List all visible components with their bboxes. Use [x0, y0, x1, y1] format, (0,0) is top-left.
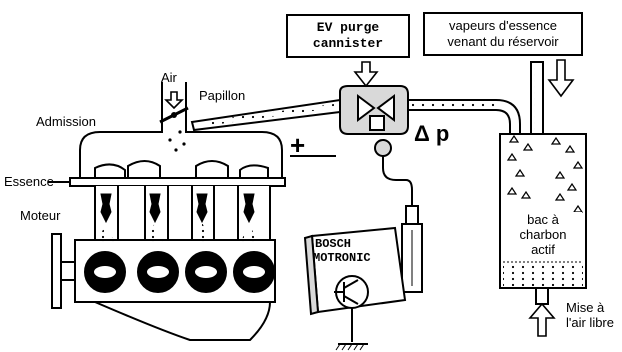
bac-line1: bac à — [527, 212, 559, 227]
label-admission: Admission — [36, 114, 96, 129]
label-air: Air — [161, 70, 177, 85]
label-papillon: Papillon — [199, 88, 246, 103]
mise-line1: Mise à — [566, 300, 605, 315]
label-plus: + — [290, 130, 306, 160]
throttle-valve — [159, 106, 189, 152]
ground-symbol — [335, 343, 365, 351]
crank-pulley — [51, 233, 76, 309]
ev-purge-line1: EV purge — [316, 20, 380, 35]
charcoal-canister — [499, 133, 587, 305]
label-bac: bac à charbon actif — [504, 212, 582, 257]
tank-vapor-arrow — [547, 59, 575, 98]
purge-line — [190, 98, 341, 132]
vapeurs-line2: venant du réservoir — [447, 34, 559, 49]
ev-purge-arrow — [353, 61, 379, 88]
label-essence: Essence — [4, 174, 54, 189]
intake-manifold — [79, 82, 283, 179]
bac-line2: charbon — [519, 227, 567, 242]
injector-sprays — [98, 222, 257, 242]
injectors — [100, 193, 255, 224]
ev-purge-box: EV purge cannister — [286, 14, 410, 58]
bac-line3: actif — [531, 242, 555, 257]
ecu-connector — [401, 205, 423, 293]
fuel-rail — [48, 177, 286, 187]
mise-line2: l'air libre — [566, 315, 614, 330]
fresh-air-arrow — [528, 302, 556, 337]
purge-valve — [339, 85, 409, 157]
ev-purge-line2: cannister — [312, 36, 384, 51]
wiring — [290, 155, 413, 206]
ecu-unit — [303, 226, 407, 351]
air-inlet-arrow — [164, 91, 184, 110]
label-moteur: Moteur — [20, 208, 61, 223]
vapeurs-line1: vapeurs d'essence — [449, 18, 557, 33]
cylinders — [84, 251, 275, 293]
label-mise: Mise à l'air libre — [566, 300, 614, 330]
label-bosch: BOSCH — [315, 237, 352, 251]
label-motronic: MOTRONIC — [313, 251, 371, 265]
label-delta-p: Δ p — [414, 121, 450, 146]
vapeurs-box: vapeurs d'essence venant du réservoir — [423, 12, 583, 56]
